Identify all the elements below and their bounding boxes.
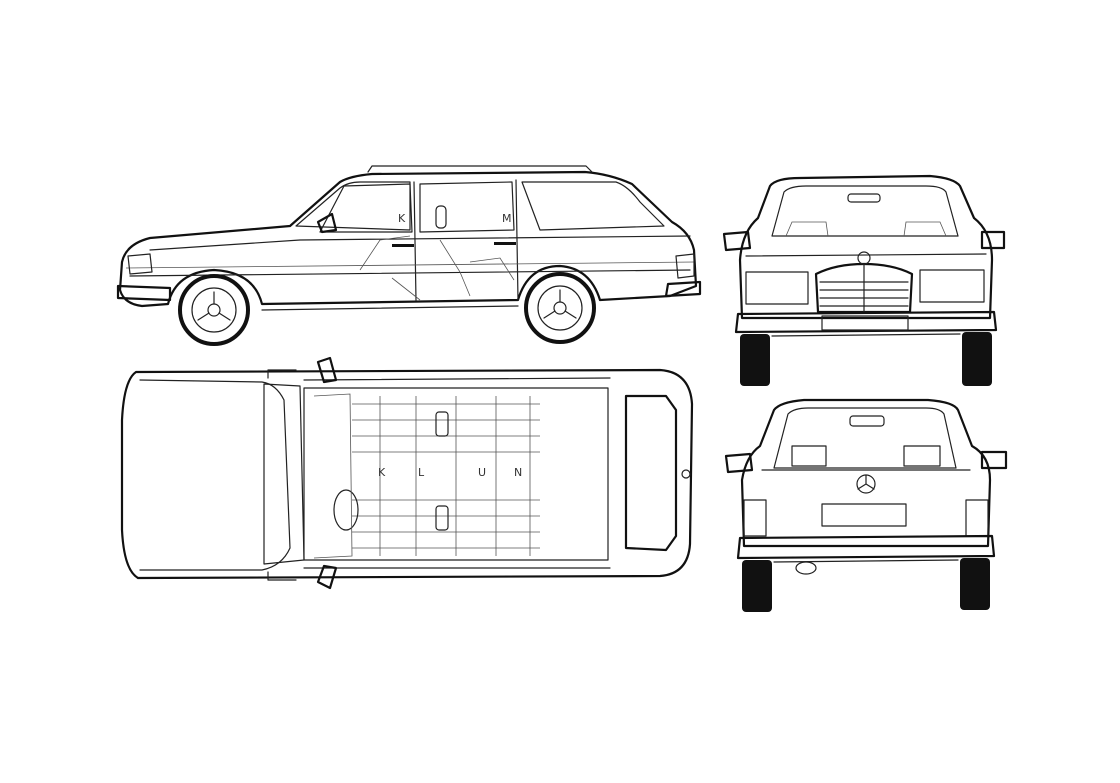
side-c-pillar [515, 179, 519, 301]
side-rear-bumper [664, 280, 702, 298]
side-cargo-window [521, 181, 665, 231]
front-view [722, 174, 1006, 386]
side-rear-wheel [524, 272, 596, 344]
front-right-headlamp [919, 269, 985, 303]
side-mark-k: K [398, 212, 406, 225]
front-right-mirror [980, 230, 1006, 250]
side-view: K M [116, 165, 702, 346]
front-hood-line [745, 253, 987, 257]
front-star-emblem [857, 251, 871, 265]
front-bumper [734, 310, 998, 334]
top-mark-u: U [478, 466, 486, 479]
top-right-mirror [316, 564, 338, 590]
front-right-tire [962, 332, 992, 386]
top-seat-headrest-2 [435, 505, 449, 531]
rear-left-tire [742, 560, 772, 612]
side-rear-window [419, 181, 515, 233]
side-door-handle-rear [494, 242, 516, 245]
top-seat-headrest-1 [435, 411, 449, 437]
side-roof-rail [367, 165, 593, 173]
rear-right-taillamp [965, 499, 989, 537]
front-left-tire [740, 334, 770, 386]
top-hood [139, 379, 291, 571]
rear-headrest-left [791, 445, 827, 467]
front-left-headlamp [745, 271, 809, 305]
top-roof [303, 387, 609, 561]
side-front-wheel [178, 274, 250, 346]
front-left-mirror [722, 230, 752, 252]
side-front-bumper [116, 284, 172, 302]
side-rocker [261, 305, 519, 311]
rear-bumper [736, 534, 996, 560]
top-star-emblem [681, 469, 691, 479]
front-grille-slats [819, 263, 909, 313]
side-belt-line [149, 235, 691, 251]
rear-plate [821, 503, 907, 527]
side-body-outline [118, 170, 698, 308]
rear-view [724, 398, 1008, 612]
rear-right-tire [960, 558, 990, 610]
front-windshield [771, 185, 959, 237]
side-b-pillar [413, 181, 417, 301]
rear-body-outline [740, 398, 992, 548]
rear-headrest-right [903, 445, 941, 467]
top-view: K L U N [120, 356, 694, 590]
side-headlamp [127, 253, 153, 275]
top-steering-wheel [333, 489, 359, 531]
top-mark-l: L [418, 466, 425, 479]
rear-right-mirror [980, 450, 1008, 470]
top-mark-k: K [378, 466, 386, 479]
top-body-outline [120, 368, 694, 580]
side-door-handle-front [392, 244, 414, 247]
front-plate [821, 315, 909, 331]
side-windshield [295, 181, 411, 231]
rear-exhaust [795, 561, 817, 575]
rear-left-taillamp [743, 499, 767, 537]
top-mark-n: N [514, 466, 522, 479]
rear-left-mirror [724, 452, 754, 474]
top-left-mirror [316, 356, 338, 384]
rear-window [773, 407, 957, 469]
top-roof-rail-left [303, 377, 611, 381]
front-body-outline [738, 174, 994, 320]
side-mirror [316, 212, 338, 234]
top-rear-window [624, 394, 678, 552]
rear-interior-mirror [849, 415, 885, 427]
side-body-crease [129, 269, 691, 277]
side-headrest [435, 205, 447, 229]
side-mark-m: M [502, 212, 512, 225]
front-rear-view-mirror [847, 193, 881, 203]
side-taillamp [675, 253, 695, 279]
